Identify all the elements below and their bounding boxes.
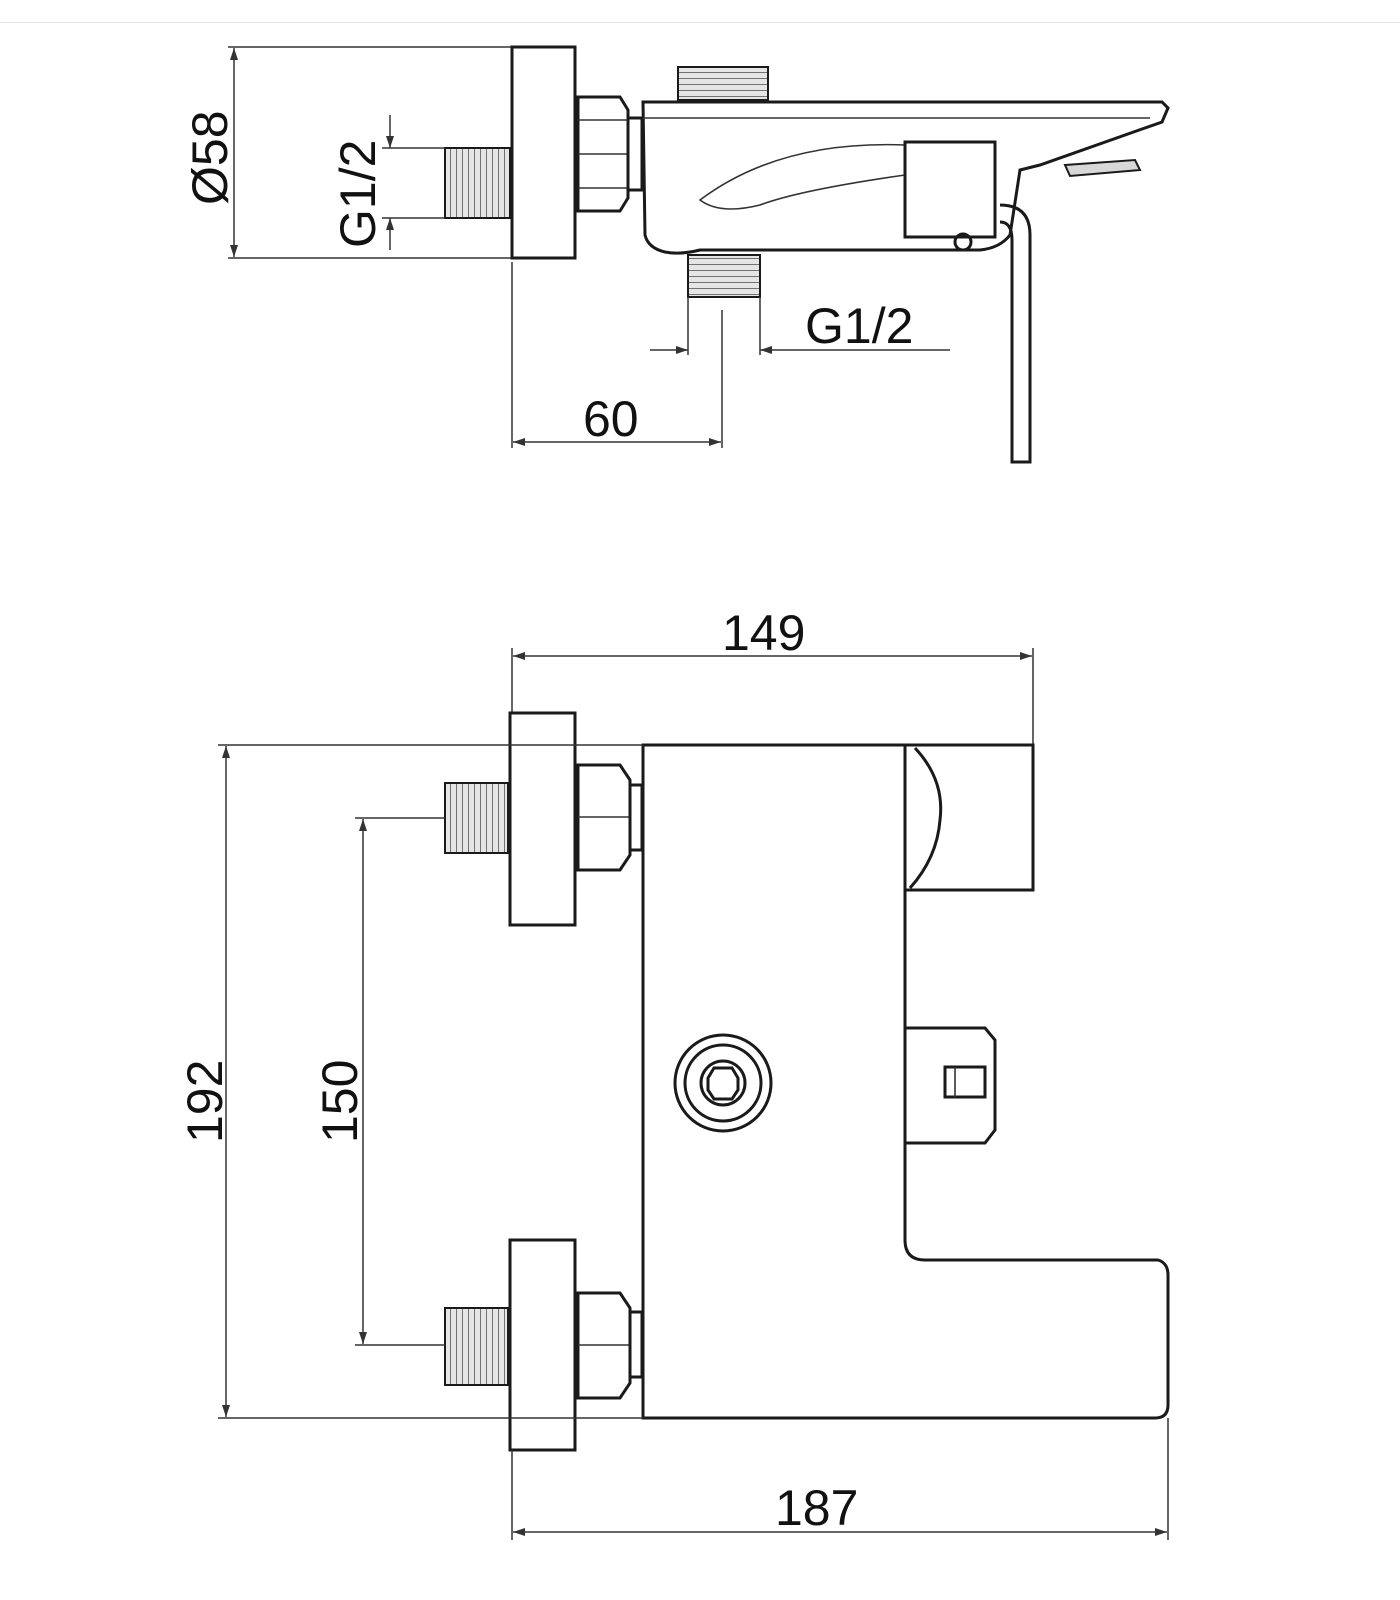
inlet-spacing-dimension: 150 [312,817,445,1346]
body-width-dimension: 149 [511,605,1034,745]
mixer-body-side [641,100,1170,255]
inlet-thread-dimension: G1/2 [330,115,445,250]
offset-label: 60 [583,391,639,447]
upper-flange [508,711,577,927]
hex-nut [576,95,644,213]
wall-flange [510,45,577,260]
front-view: 149 [177,605,1170,1540]
inlet-spacing-label: 150 [312,1060,368,1143]
diameter-label: Ø58 [182,110,238,205]
diverter-button[interactable] [905,1026,997,1145]
diverter-knob[interactable] [673,1033,773,1133]
side-view: Ø58 G1/2 [182,45,1170,464]
lower-inlet-thread [444,1307,509,1386]
lever-handle [999,203,1032,464]
overall-height-dimension: 192 [177,744,643,1419]
outlet-thread [687,254,761,298]
inlet-thread-label: G1/2 [330,140,386,248]
page-divider [0,22,1400,23]
top-thread [677,66,769,101]
lower-nut [576,1291,644,1400]
outlet-thread-dimension: G1/2 [650,297,950,355]
lower-flange [508,1238,577,1452]
overall-width-label: 187 [775,1480,858,1536]
overall-height-label: 192 [177,1060,233,1143]
inlet-thread [444,147,511,219]
upper-nut [576,763,644,872]
overall-width-dimension: 187 [511,1418,1169,1540]
diameter-dimension: Ø58 [182,46,512,259]
mixer-body-front [641,743,1170,1420]
body-width-label: 149 [722,605,805,661]
offset-dimension: 60 [511,262,723,448]
upper-inlet-thread [444,782,509,854]
cartridge-housing [903,743,1035,892]
outlet-thread-label: G1/2 [805,298,913,354]
